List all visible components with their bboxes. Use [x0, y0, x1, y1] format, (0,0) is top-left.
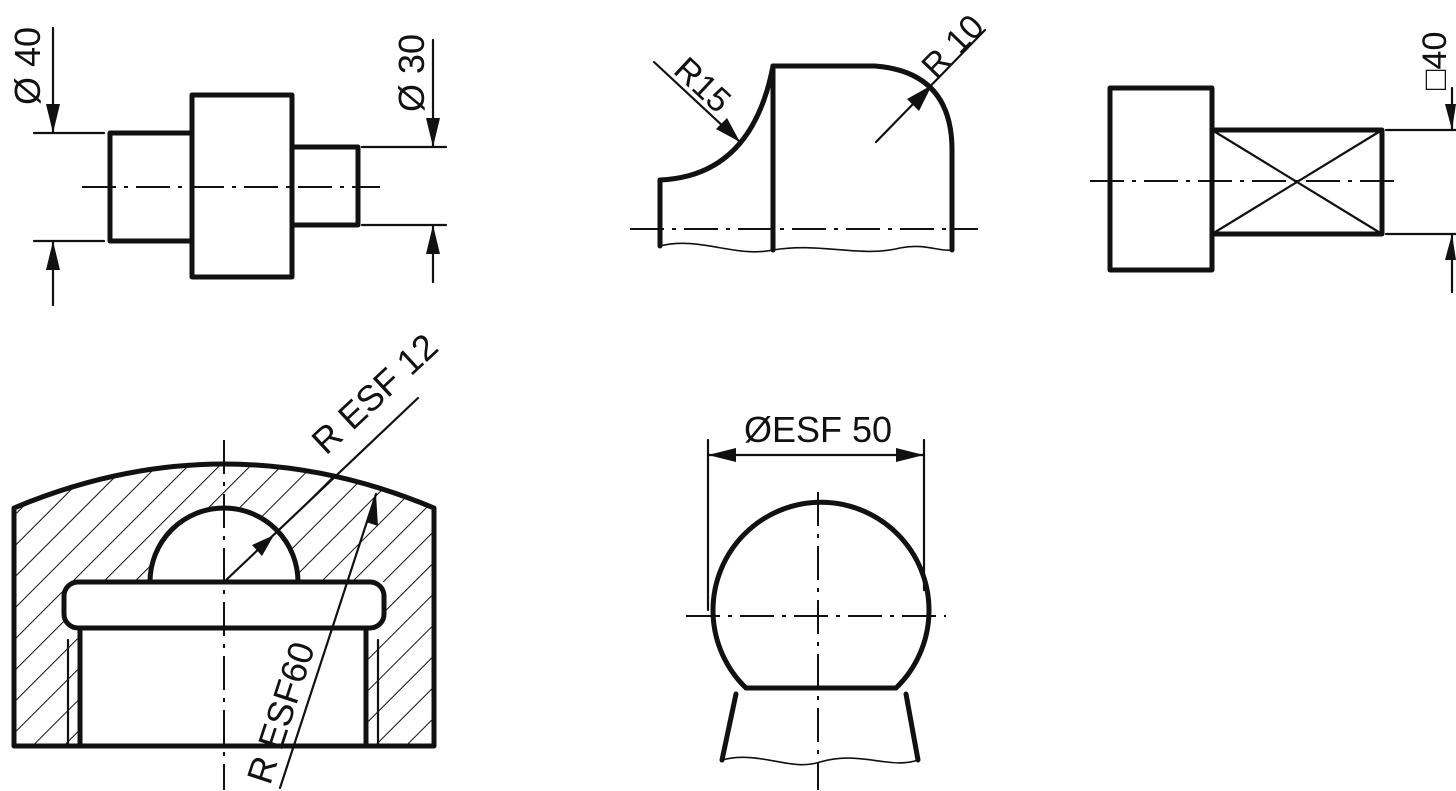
spherical-cap-section-view: R ESF 12 R ESF60 [11, 325, 446, 790]
arrow-ball-right [896, 448, 924, 462]
cap-outer-outline [11, 461, 437, 749]
dim-text-r-esf-12: R ESF 12 [303, 325, 445, 461]
concave-r15-arc [657, 63, 776, 183]
radius-block-view: R15 R 10 [630, 7, 992, 253]
arrow-d30-top [426, 118, 440, 147]
arrow-sq-bottom [1445, 234, 1456, 260]
arrow-r-esf-60 [366, 494, 378, 526]
arrow-d40-bottom [46, 241, 60, 270]
break-line [659, 242, 953, 253]
dim-text-r-esf-60: R ESF60 [239, 637, 323, 789]
arrow-r-esf-12 [252, 535, 274, 556]
arrow-r15 [716, 118, 740, 142]
leader-r-esf-12 [222, 396, 420, 584]
arrow-d30-bottom [426, 225, 440, 254]
neck-left-taper [719, 691, 739, 763]
arrow-ball-left [708, 448, 736, 462]
square-shaft-view: □40 [1090, 32, 1456, 294]
arrow-r10 [907, 85, 932, 111]
convex-r10-profile [770, 63, 955, 253]
stepped-shaft-view: Ø 40 Ø 30 [7, 26, 448, 307]
leader-r-esf-60 [278, 492, 378, 790]
dim-text-d30: Ø 30 [391, 34, 432, 112]
dim-text-r10: R 10 [914, 7, 991, 85]
neck-break-line [721, 756, 919, 766]
neck-right-taper [903, 691, 921, 763]
section-hatching [14, 464, 434, 746]
square-shaft-head [1107, 85, 1215, 273]
dim-text-r15: R15 [667, 50, 739, 120]
dim-text-square: □40 [1416, 32, 1454, 90]
dim-text-ball-diameter: ØESF 50 [744, 409, 892, 450]
arrow-sq-top [1445, 104, 1456, 130]
arrow-d40-top [46, 104, 60, 133]
ball-outline [710, 499, 932, 691]
ball-end-view: ØESF 50 [686, 409, 946, 790]
dim-text-d40: Ø 40 [7, 27, 48, 105]
